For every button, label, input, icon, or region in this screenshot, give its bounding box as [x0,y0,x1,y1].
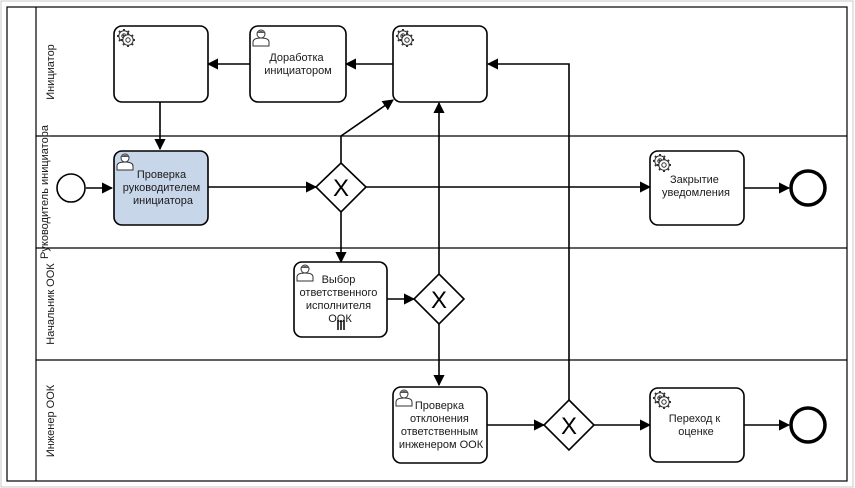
task-label: Закрытие уведомления [662,174,730,199]
lane-label-manager: Руководитель инициатора [39,124,51,259]
gateway-x-mark: X [333,175,349,202]
task-service-initiator-right[interactable] [392,25,488,103]
task-service-initiator-left[interactable] [113,25,209,103]
multi-instance-icon [337,320,345,330]
gateway-manager[interactable]: X [314,161,368,214]
flow-gateway-to-initiator[interactable] [340,99,394,163]
task-label: Переход к оценке [669,413,724,438]
gateway-head[interactable]: X [412,272,466,326]
task-rework-by-initiator[interactable]: Доработка инициатором [249,25,347,103]
gateway-x-mark: X [561,413,577,440]
start-event[interactable] [56,173,86,203]
pool-border [6,6,848,482]
task-close-notification[interactable]: Закрытие уведомления [649,150,745,226]
lane-label-head: Начальник ООК [45,263,57,345]
task-engineer-check[interactable]: Проверка отклонения ответственным инжене… [392,386,488,464]
task-select-executor[interactable]: Выбор ответственного исполнителя ООК [293,261,388,338]
task-transition-to-assessment[interactable]: Переход к оценке [649,387,745,463]
lane-label-engineer: Инженер ООК [45,384,57,457]
lane-label-initiator: Инициатор [45,44,57,100]
task-label: Выбор ответственного исполнителя ООК [300,274,381,325]
flow-eng-gateway-to-initiator[interactable] [486,58,570,400]
task-label: Доработка инициатором [264,52,332,77]
task-label: Проверка отклонения ответственным инжене… [399,400,484,451]
gateway-x-mark: X [431,287,447,314]
task-manager-check[interactable]: Проверка руководителем инициатора [113,150,209,226]
task-label: Проверка руководителем инициатора [123,169,204,207]
end-event-manager[interactable] [789,169,827,207]
end-event-engineer[interactable] [789,406,827,444]
gateway-engineer[interactable]: X [542,398,596,452]
